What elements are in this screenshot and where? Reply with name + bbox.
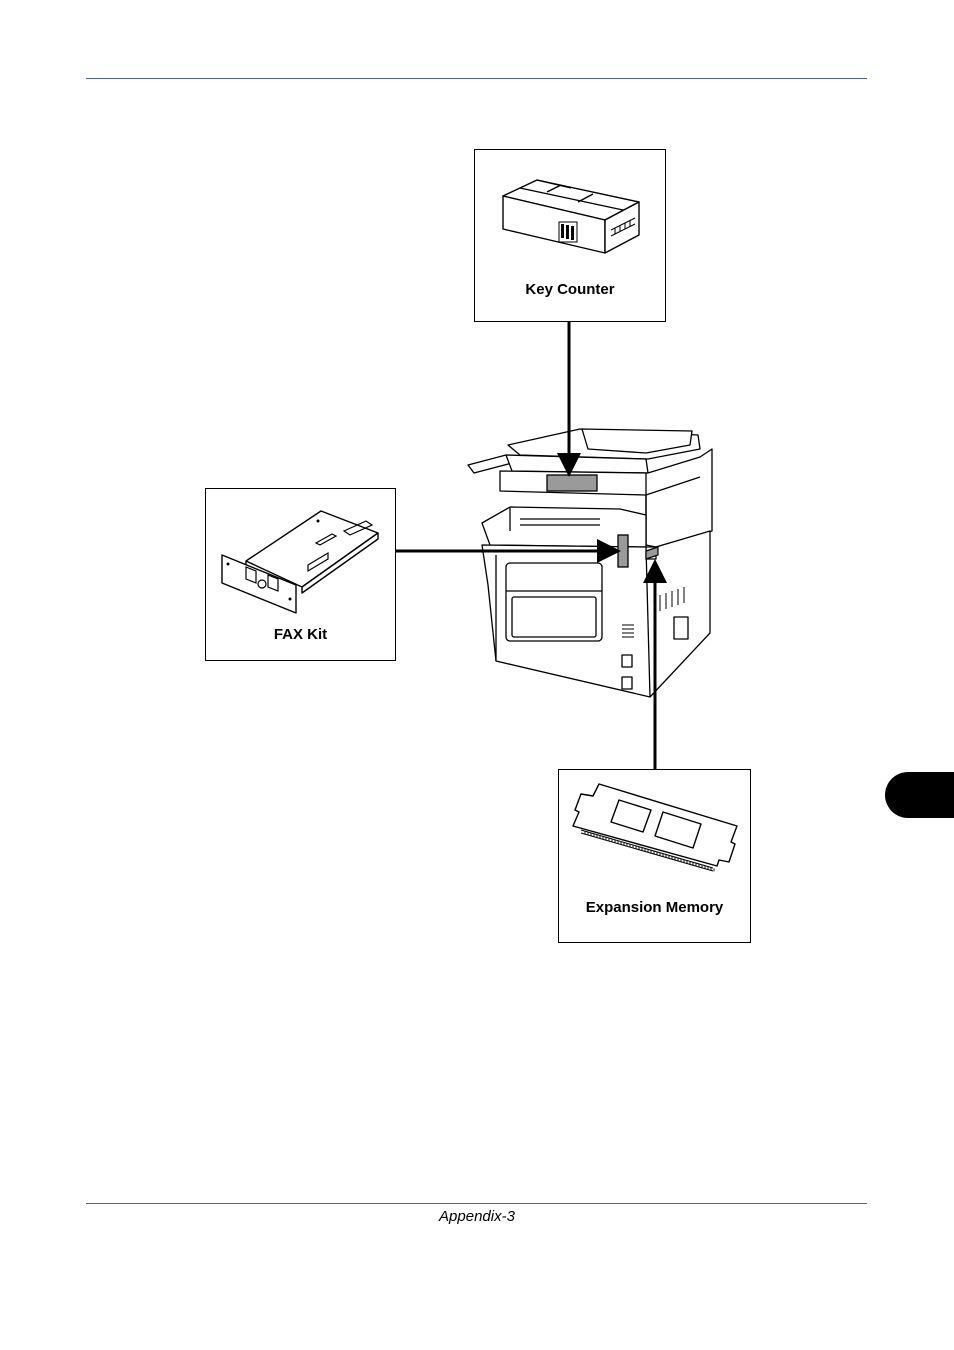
page-number: Appendix-3 (0, 1208, 954, 1225)
footer-rule (86, 1203, 867, 1204)
chapter-tab (885, 772, 954, 818)
